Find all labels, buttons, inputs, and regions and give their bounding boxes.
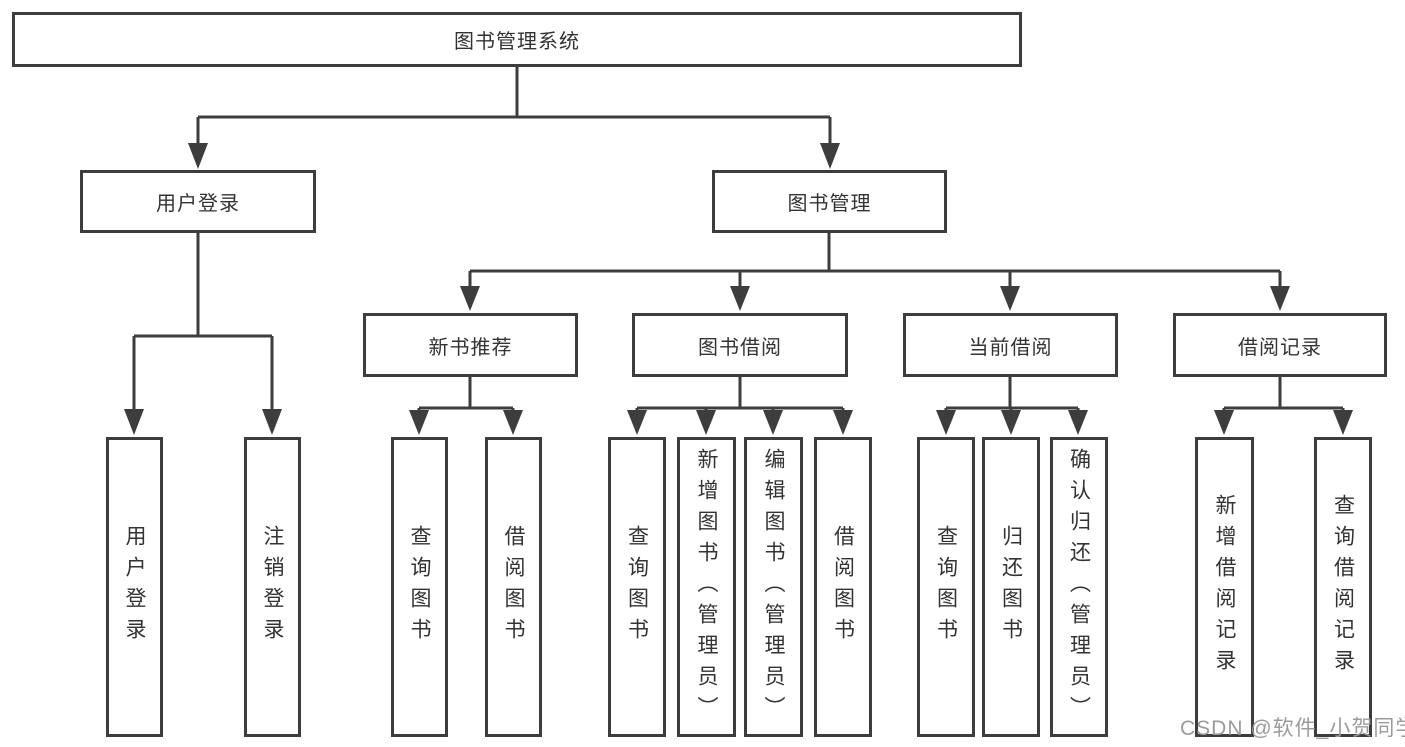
leaf-query-books-recommendation: 查询图书 <box>391 437 448 737</box>
leaf-return-books-label: 归还图书 <box>999 525 1023 649</box>
node-current-borrowing: 当前借阅 <box>903 313 1118 377</box>
leaf-query-books-current-label: 查询图书 <box>934 525 958 649</box>
node-current-borrowing-label: 当前借阅 <box>968 336 1053 359</box>
leaf-borrow-books-label: 借阅图书 <box>831 525 855 649</box>
leaf-user-login-label: 用户登录 <box>123 525 146 649</box>
node-user-login-label: 用户登录 <box>156 193 240 215</box>
leaf-confirm-return-admin: 确认归还（管理员） <box>1050 437 1108 737</box>
node-root: 图书管理系统 <box>12 12 1022 67</box>
leaf-query-books-recommendation-label: 查询图书 <box>408 525 431 649</box>
leaf-borrow-books-recommendation-label: 借阅图书 <box>502 525 525 649</box>
node-borrowing-records: 借阅记录 <box>1173 313 1387 377</box>
leaf-query-borrow-record-label: 查询借阅记录 <box>1331 494 1355 680</box>
node-user-login: 用户登录 <box>80 170 316 233</box>
leaf-borrow-books-recommendation: 借阅图书 <box>485 437 542 737</box>
node-new-book-recommendation-label: 新书推荐 <box>428 336 513 359</box>
node-root-label: 图书管理系统 <box>454 31 580 53</box>
leaf-logout: 注销登录 <box>244 437 301 737</box>
leaf-return-books: 归还图书 <box>982 437 1040 737</box>
node-new-book-recommendation: 新书推荐 <box>363 313 578 377</box>
leaf-query-borrow-record: 查询借阅记录 <box>1314 437 1372 737</box>
leaf-add-borrow-record-label: 新增借阅记录 <box>1213 494 1236 680</box>
csdn-watermark: CSDN @软件_小贺同学 <box>1180 717 1405 740</box>
node-book-borrowing: 图书借阅 <box>632 313 848 377</box>
node-book-management: 图书管理 <box>712 170 947 233</box>
node-book-management-label: 图书管理 <box>787 193 872 215</box>
leaf-query-books-borrowing: 查询图书 <box>608 437 666 737</box>
leaf-edit-books-admin: 编辑图书（管理员） <box>744 437 803 737</box>
arrowheads <box>124 143 1353 435</box>
leaf-add-books-admin: 新增图书（管理员） <box>677 437 736 737</box>
leaf-query-books-current: 查询图书 <box>917 437 975 737</box>
leaf-query-books-borrowing-label: 查询图书 <box>625 525 649 649</box>
leaf-add-borrow-record: 新增借阅记录 <box>1195 437 1254 737</box>
leaf-user-login: 用户登录 <box>106 437 163 737</box>
leaf-add-books-admin-label: 新增图书（管理员） <box>695 447 718 727</box>
leaf-confirm-return-admin-label: 确认归还（管理员） <box>1067 447 1091 727</box>
node-book-borrowing-label: 图书借阅 <box>698 336 782 359</box>
leaf-edit-books-admin-label: 编辑图书（管理员） <box>762 447 785 727</box>
leaf-logout-label: 注销登录 <box>261 525 284 649</box>
leaf-borrow-books: 借阅图书 <box>814 437 872 737</box>
connector-strokes <box>132 67 1345 411</box>
node-borrowing-records-label: 借阅记录 <box>1238 336 1322 359</box>
